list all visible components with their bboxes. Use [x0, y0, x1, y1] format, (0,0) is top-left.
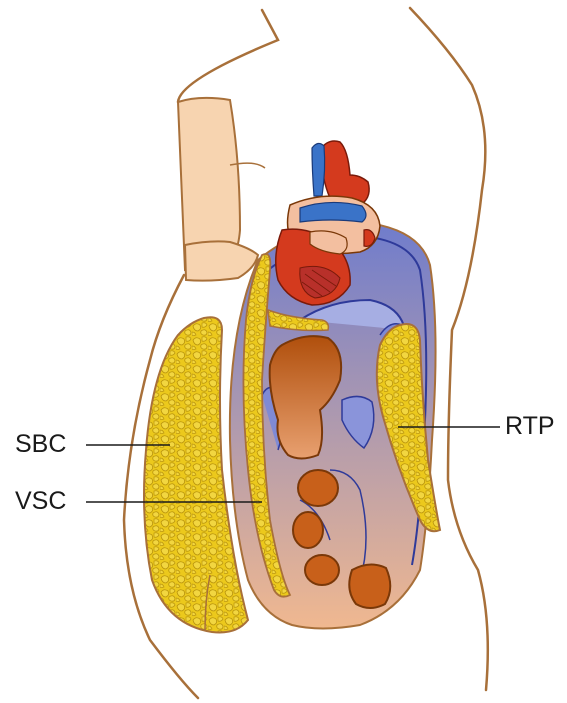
sbc-label: SBC: [15, 432, 66, 457]
vsc-label: VSC: [15, 489, 66, 514]
rtp-label: RTP: [505, 414, 555, 439]
back-outline: [178, 10, 278, 102]
arm: [178, 98, 265, 281]
